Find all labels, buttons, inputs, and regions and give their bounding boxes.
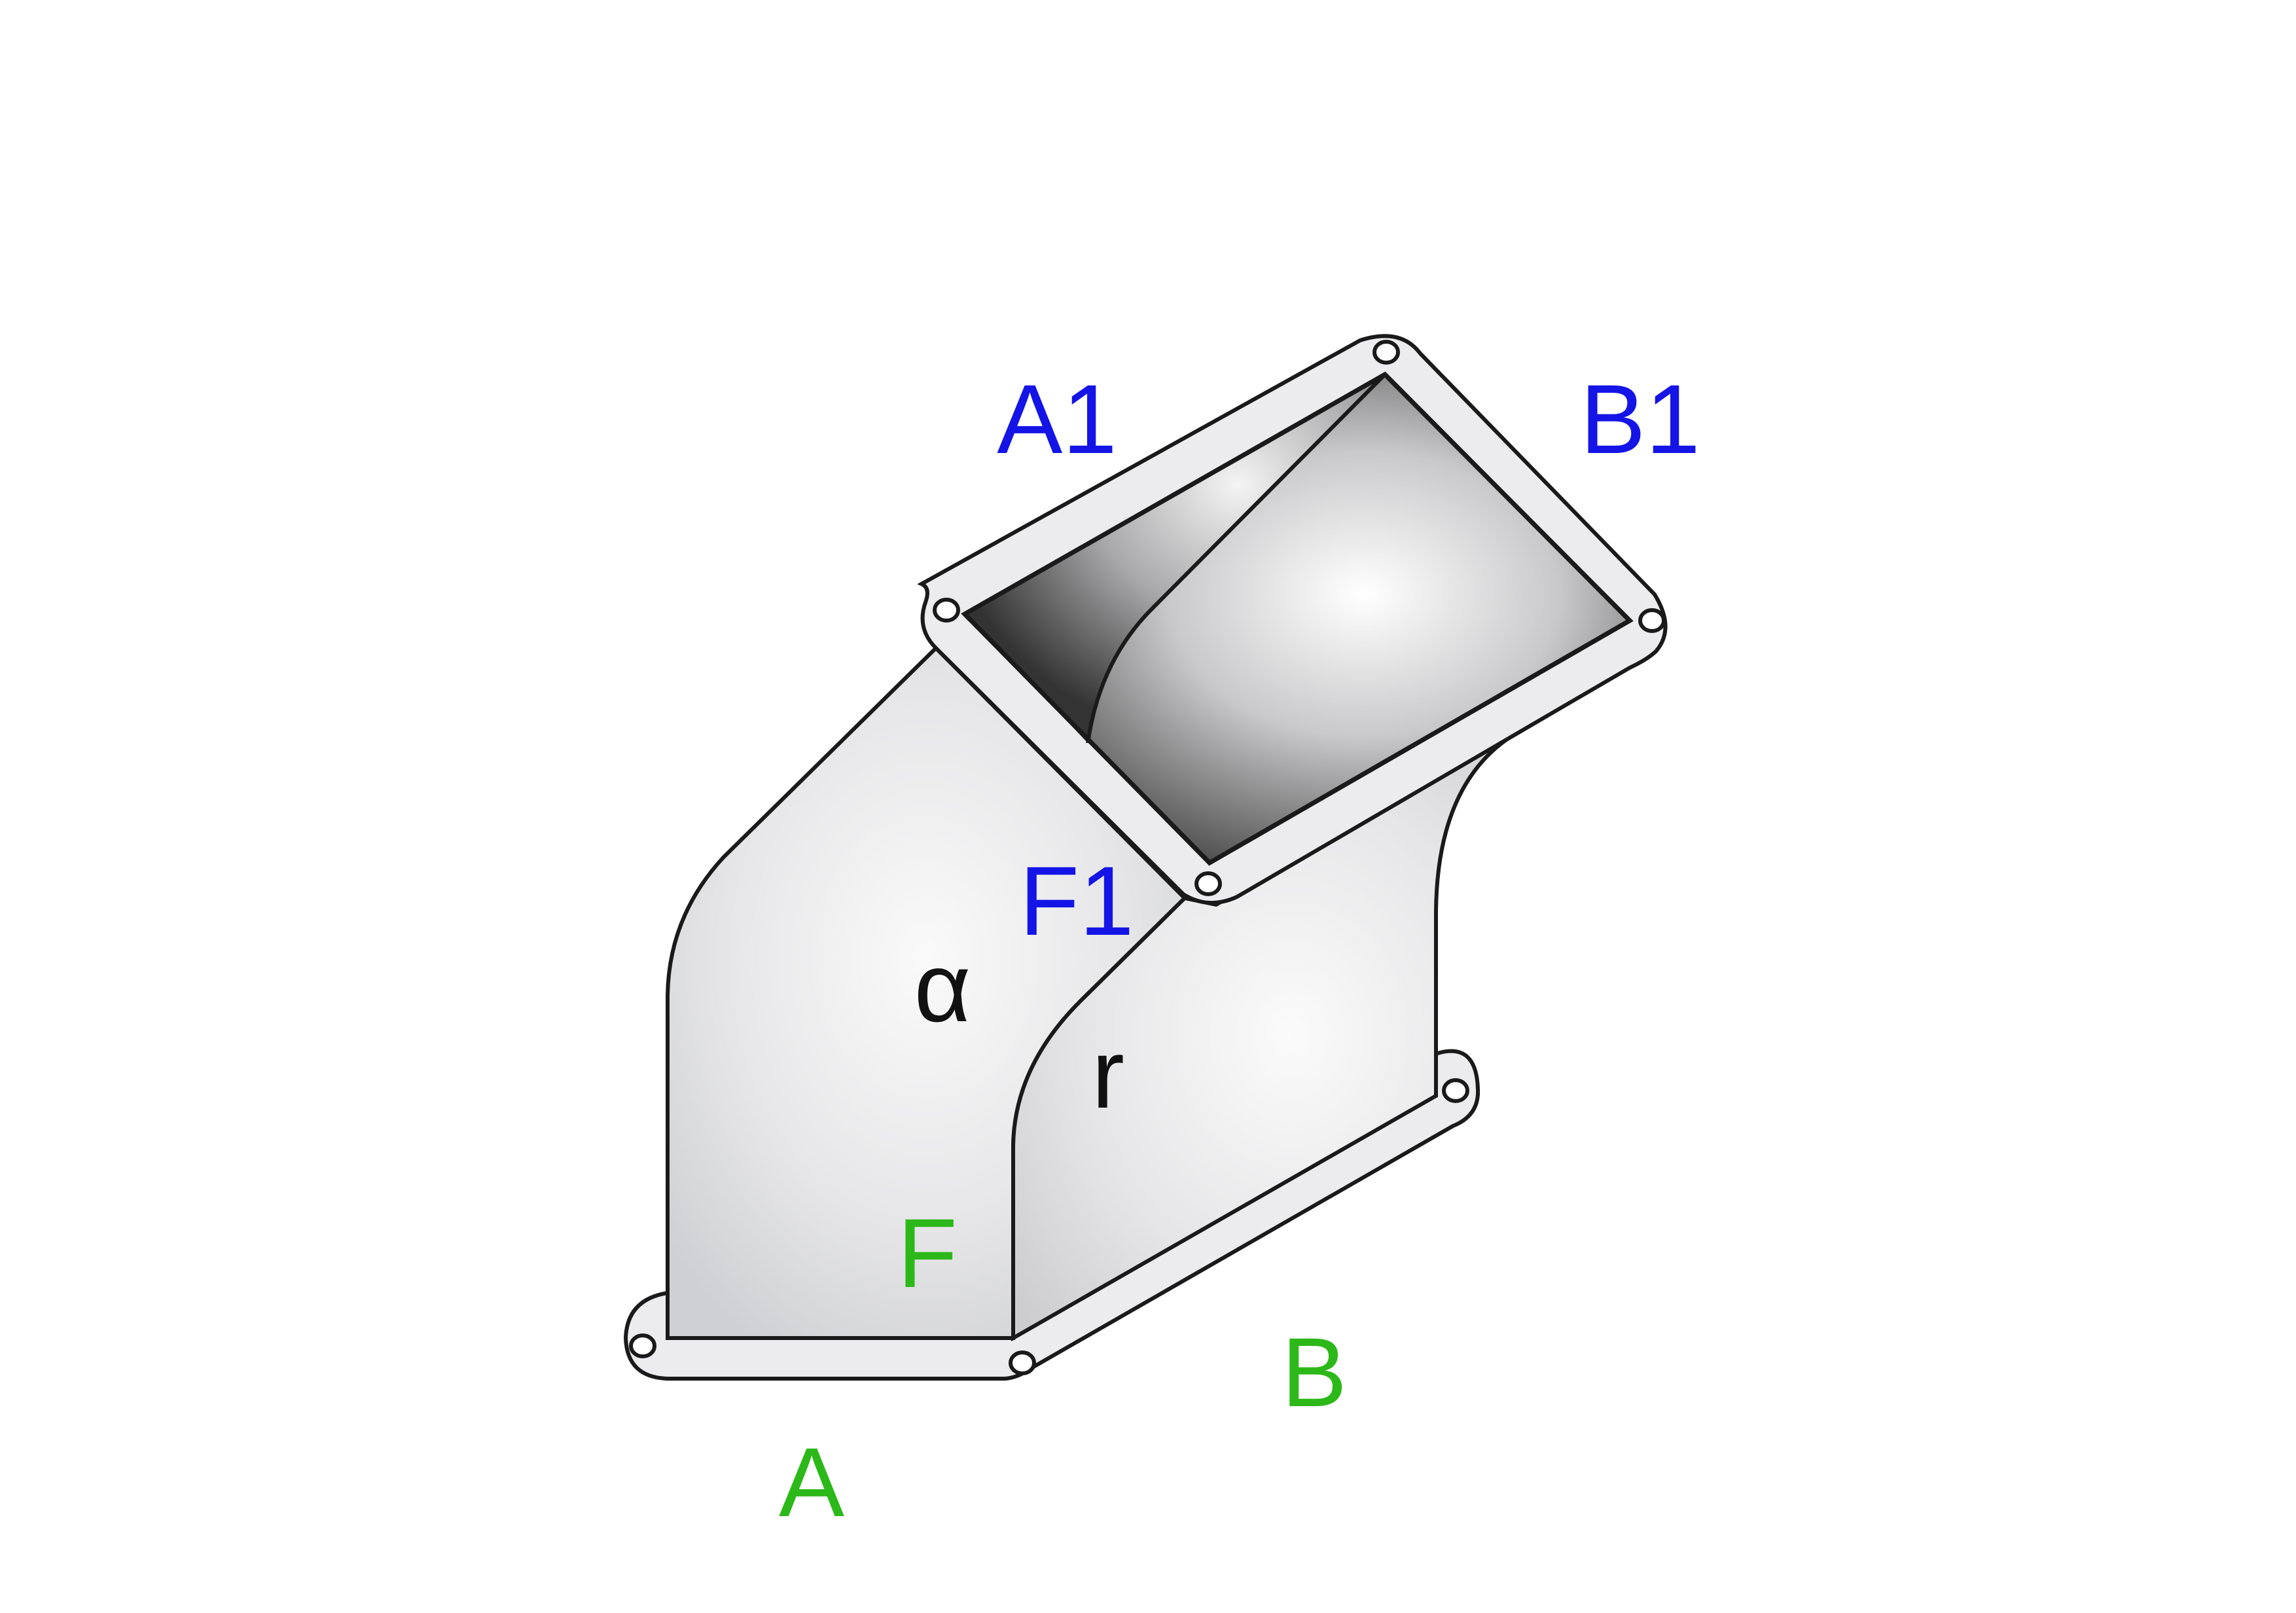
outlet-inner-bend-edge — [1086, 372, 1387, 744]
bolt-hole-bottom-left — [629, 1333, 656, 1358]
label-b: B — [1282, 1317, 1347, 1427]
label-alpha: α — [914, 932, 971, 1042]
bolt-hole-top-bottom — [1194, 871, 1222, 896]
bolt-hole-bottom-center — [1009, 1350, 1036, 1375]
bolt-hole-top-left — [933, 598, 960, 623]
label-f: F — [897, 1198, 958, 1308]
label-f1: F1 — [1019, 846, 1134, 956]
outlet-inner-wall — [965, 374, 1385, 743]
bolt-hole-top — [1372, 340, 1400, 365]
label-a1: A1 — [997, 364, 1117, 474]
outlet-opening-rim — [961, 371, 1634, 866]
label-b1: B1 — [1580, 364, 1700, 474]
bolt-hole-bottom-right — [1442, 1078, 1469, 1103]
label-a: A — [779, 1427, 844, 1537]
bolt-hole-top-right — [1638, 608, 1666, 633]
label-r: r — [1092, 1019, 1124, 1129]
